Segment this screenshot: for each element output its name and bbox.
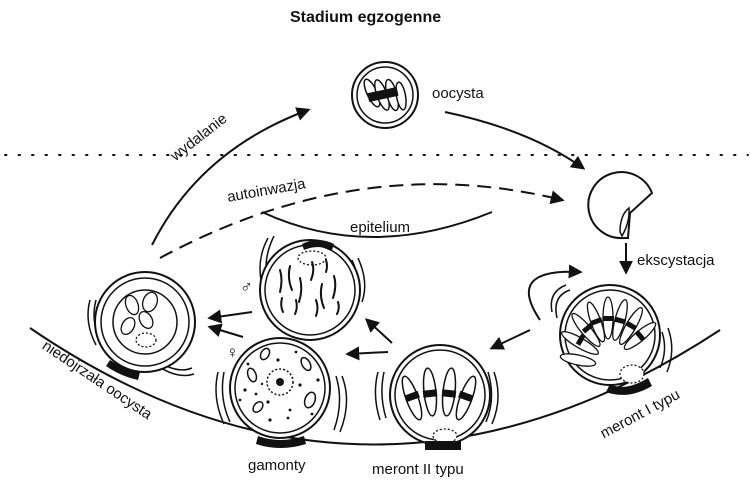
male-to-oocyst-arrow — [210, 312, 252, 318]
oocyst-to-excystation-arrow — [445, 112, 583, 168]
label-epitelium: epitelium — [350, 220, 410, 235]
female-symbol: ♀ — [226, 344, 239, 361]
immature-oocyst-figure — [88, 272, 195, 380]
excystation-figure — [588, 172, 652, 238]
meront-II-to-female-arrow — [348, 352, 388, 354]
label-ekscystacja: ekscystacja — [637, 253, 715, 268]
meront-II-to-male-arrow — [367, 320, 392, 343]
male-symbol: ♂ — [240, 278, 253, 295]
label-meront-II: meront II typu — [372, 462, 464, 477]
label-gamonty: gamonty — [248, 458, 306, 473]
oocyst-figure — [352, 62, 418, 128]
female-to-oocyst-arrow — [210, 327, 243, 337]
diagram-title: Stadium egzogenne — [290, 10, 441, 26]
male-gamont-figure — [260, 236, 365, 340]
label-oocysta: oocysta — [432, 86, 484, 101]
meront-I-figure — [551, 285, 671, 395]
meront-I-to-II-arrow — [492, 330, 530, 348]
